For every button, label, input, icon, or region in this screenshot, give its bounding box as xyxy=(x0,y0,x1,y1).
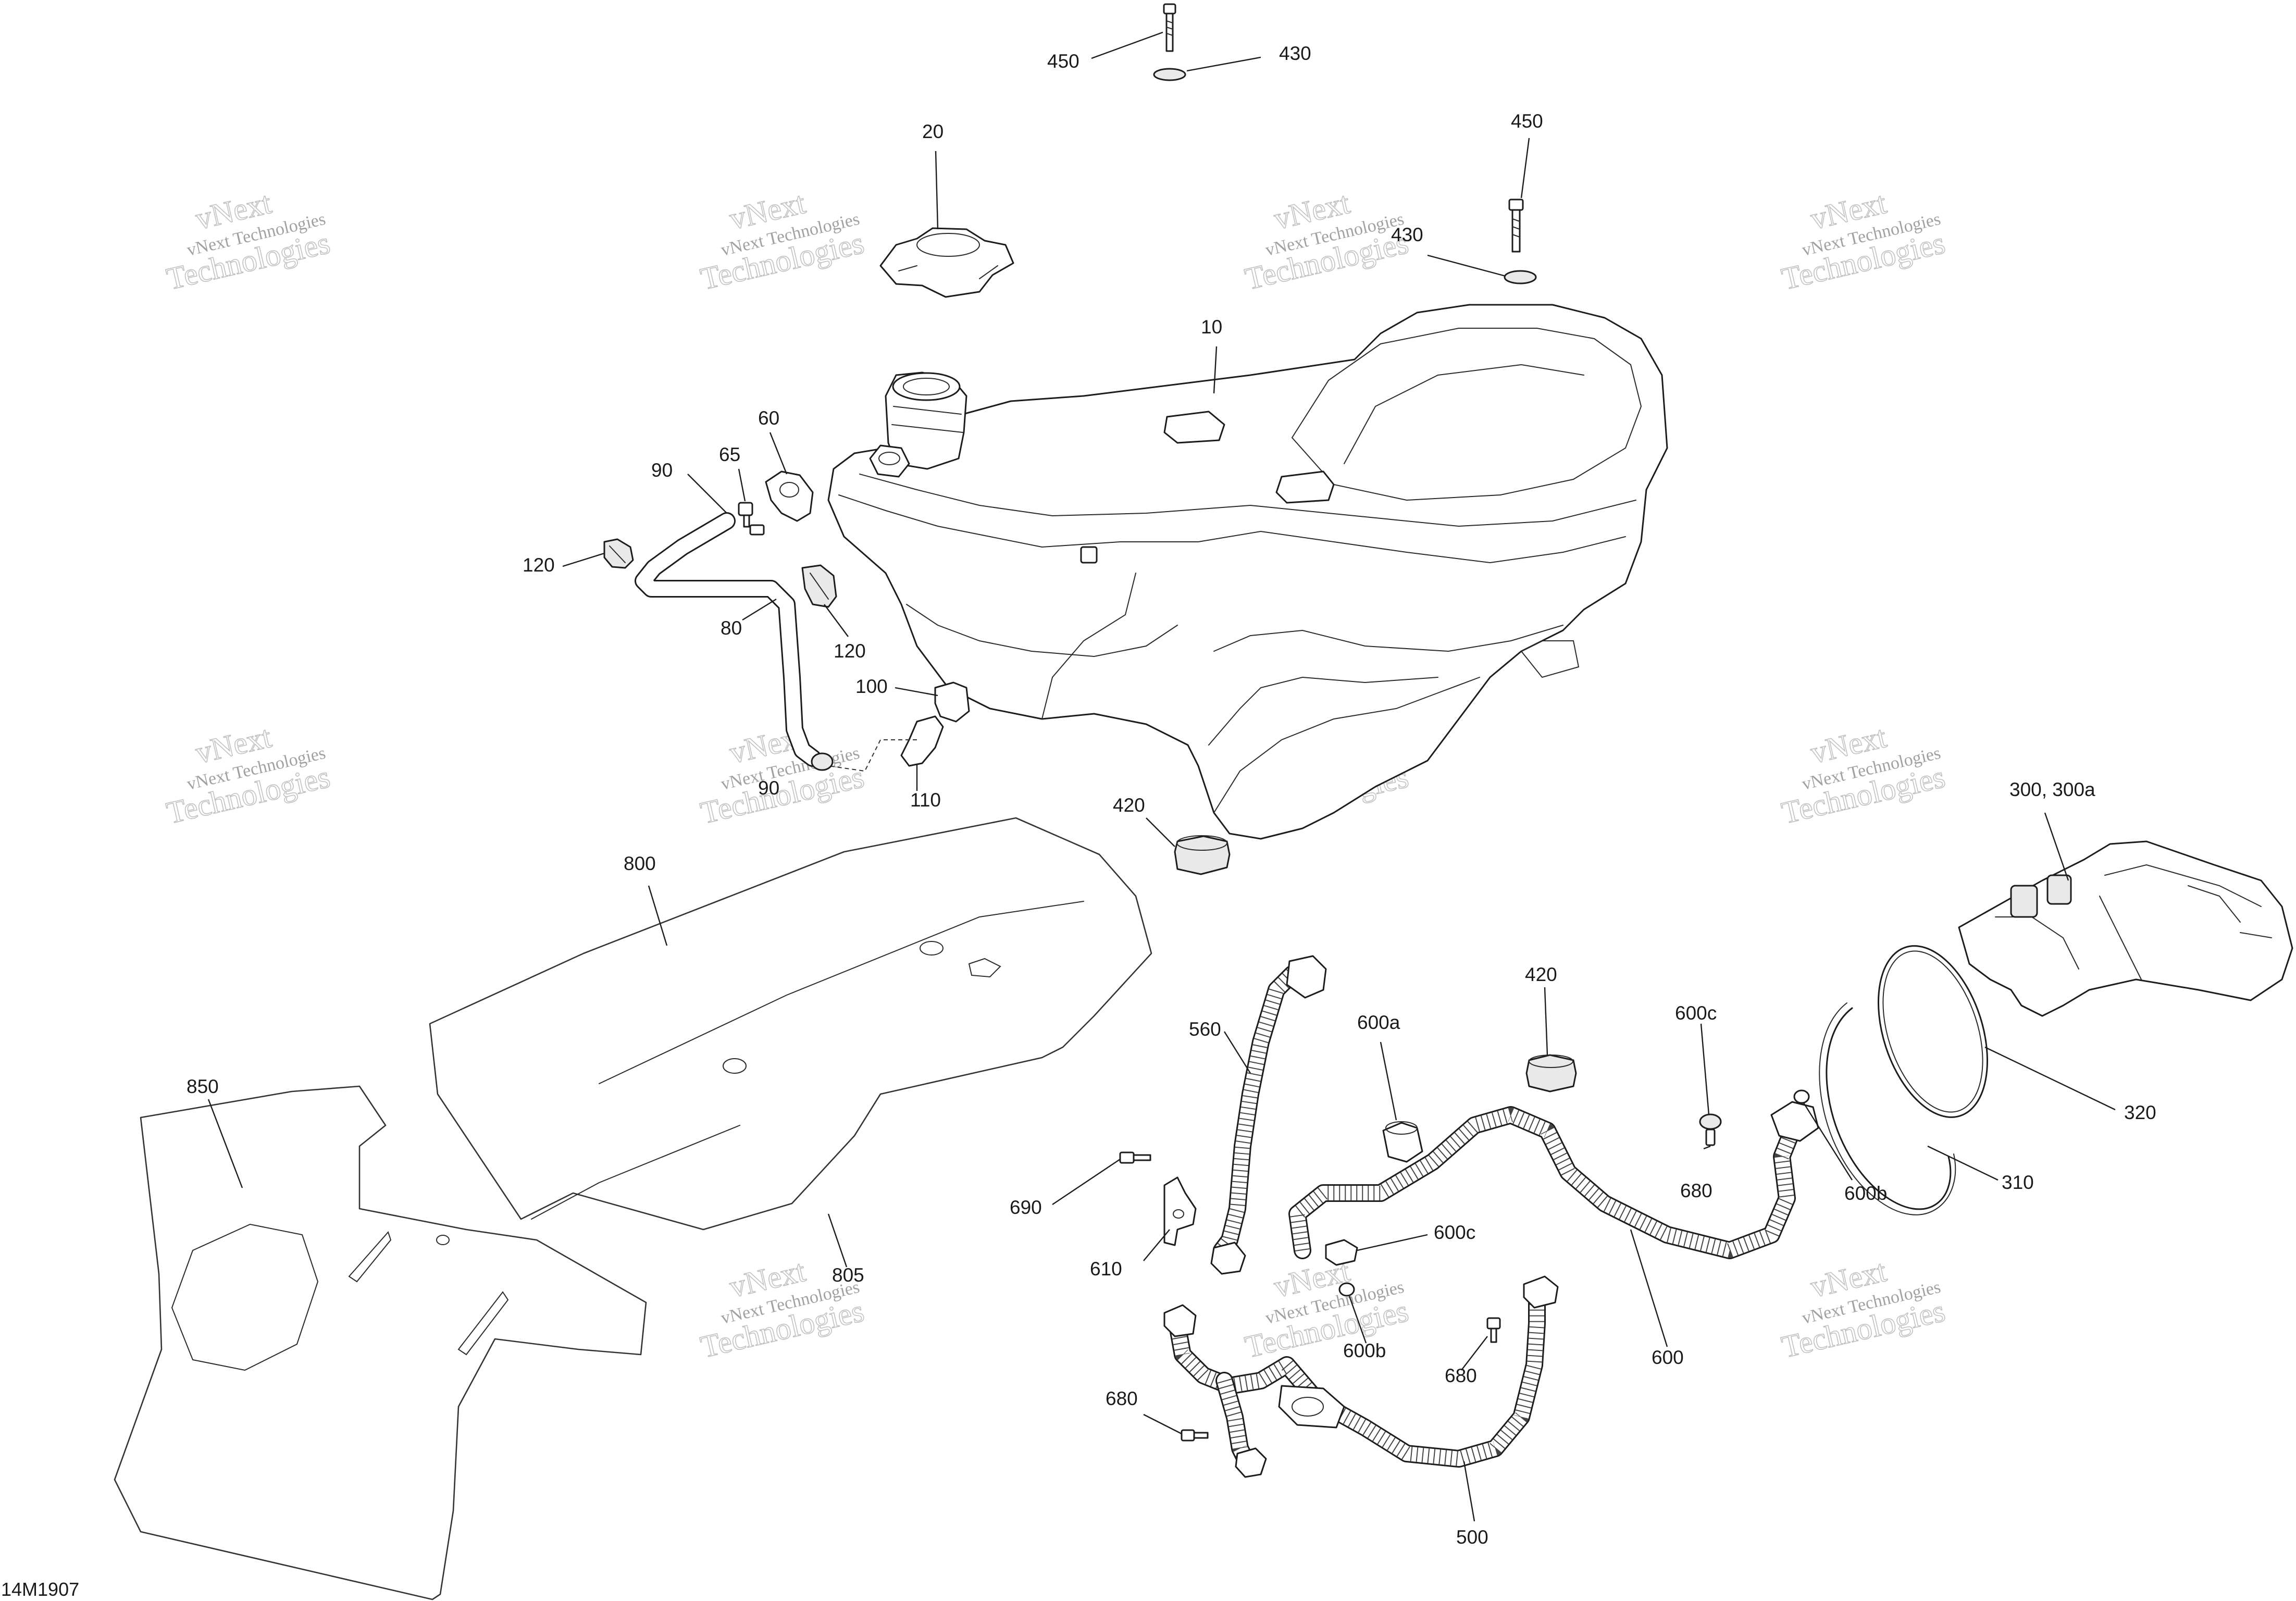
part-320-gasket xyxy=(1877,945,1989,1118)
callout-560: 560 xyxy=(1189,1019,1221,1040)
figure-number: 14M1907 xyxy=(1,1579,79,1600)
callout-800: 800 xyxy=(624,853,656,874)
callout-600a: 600a xyxy=(1357,1012,1400,1033)
watermark: vNext vNext Technologies Technologies xyxy=(697,1253,867,1364)
callout-110: 110 xyxy=(910,789,941,811)
callout-420-lower: 420 xyxy=(1525,964,1557,985)
part-430-top xyxy=(1153,68,1186,81)
part-500-hose-assembly xyxy=(1163,1275,1559,1478)
part-560-hose xyxy=(1210,955,1327,1275)
callout-90-lower: 90 xyxy=(758,777,779,799)
callout-680-upper: 680 xyxy=(1680,1180,1712,1201)
part-600a-sleeve xyxy=(1382,1121,1423,1163)
part-430-right xyxy=(1504,270,1537,284)
parts xyxy=(114,3,2293,1600)
callout-600: 600 xyxy=(1652,1347,1684,1368)
callout-500: 500 xyxy=(1456,1526,1488,1548)
part-420-grommet-upper xyxy=(1174,835,1231,875)
watermark: vNext vNext Technologies Technologies xyxy=(1778,719,1949,830)
part-680-connector-middle xyxy=(1486,1317,1501,1343)
part-800-heat-shield xyxy=(429,817,1152,1231)
callout-60: 60 xyxy=(758,407,779,429)
part-600-hose xyxy=(1288,1101,1819,1259)
callout-120-left: 120 xyxy=(523,554,555,576)
part-600c-clamp-lower xyxy=(1325,1239,1358,1266)
callout-310: 310 xyxy=(2002,1172,2034,1193)
watermark: vNext vNext Technologies Technologies xyxy=(1778,185,1949,296)
callout-450-top: 450 xyxy=(1047,51,1079,72)
callout-690: 690 xyxy=(1010,1197,1042,1218)
callout-10: 10 xyxy=(1201,316,1222,338)
callout-850: 850 xyxy=(187,1076,219,1097)
part-80-vent-hose xyxy=(635,512,822,767)
part-300-fuel-pump xyxy=(1958,840,2293,1017)
watermark: vNext vNext Technologies Technologies xyxy=(163,719,333,830)
part-450-top xyxy=(1163,3,1176,52)
callout-320: 320 xyxy=(2124,1102,2156,1123)
assembly-line-110 xyxy=(828,739,917,772)
part-680-connector-lower xyxy=(1181,1429,1209,1442)
callout-100: 100 xyxy=(855,676,888,697)
watermark: vNext vNext Technologies Technologies xyxy=(697,185,867,296)
part-100-fitting xyxy=(934,681,970,723)
part-600c-clamp-upper xyxy=(1699,1113,1722,1146)
part-450-right xyxy=(1508,198,1524,253)
part-850-protector-plate xyxy=(114,1085,647,1600)
part-120-clip-right xyxy=(801,564,837,608)
leader-lines xyxy=(207,31,2116,1522)
callout-300-300a: 300, 300a xyxy=(2009,779,2095,800)
part-20-fuel-cap xyxy=(879,227,1014,298)
part-120-clip-left xyxy=(603,538,634,569)
part-600b-oring-lower xyxy=(1338,1282,1355,1297)
callout-420-upper: 420 xyxy=(1113,795,1145,816)
watermark: vNext vNext Technologies Technologies xyxy=(163,185,333,296)
callout-430-right: 430 xyxy=(1391,224,1423,245)
callout-80: 80 xyxy=(721,617,742,639)
callout-600c-lower: 600c xyxy=(1434,1222,1475,1243)
callout-20: 20 xyxy=(922,121,944,142)
part-310-locking-ring xyxy=(1826,1007,1952,1210)
part-65-screws xyxy=(738,502,765,536)
callout-65: 65 xyxy=(719,444,740,465)
part-690-screw xyxy=(1119,1151,1151,1164)
callout-680-middle: 680 xyxy=(1445,1365,1477,1386)
callout-600c-upper: 600c xyxy=(1675,1002,1717,1024)
callout-610: 610 xyxy=(1090,1258,1122,1280)
callout-805: 805 xyxy=(832,1264,864,1286)
callout-120-right: 120 xyxy=(834,640,866,662)
part-90-clamp-lower xyxy=(811,752,834,771)
callout-680-lower: 680 xyxy=(1106,1388,1138,1409)
part-60-valve xyxy=(765,470,814,522)
callout-430-top: 430 xyxy=(1279,43,1311,64)
part-600b-oring-upper xyxy=(1793,1089,1810,1104)
part-610-bracket xyxy=(1163,1176,1197,1246)
part-420-grommet-lower xyxy=(1525,1054,1577,1093)
callout-90-upper: 90 xyxy=(651,460,673,481)
callouts: 450 430 20 450 430 10 60 65 90 120 80 12… xyxy=(187,43,2156,1548)
watermark: vNext vNext Technologies Technologies xyxy=(1242,185,1412,296)
callout-450-right: 450 xyxy=(1511,110,1543,132)
callout-600b-upper: 600b xyxy=(1844,1183,1887,1204)
part-10-fuel-tank xyxy=(827,304,1668,840)
watermark: vNext vNext Technologies Technologies xyxy=(1778,1253,1949,1364)
watermark: vNext vNext Technologies Technologies xyxy=(697,719,867,830)
part-110-elbow xyxy=(900,715,944,767)
callout-600b-lower: 600b xyxy=(1343,1340,1386,1361)
